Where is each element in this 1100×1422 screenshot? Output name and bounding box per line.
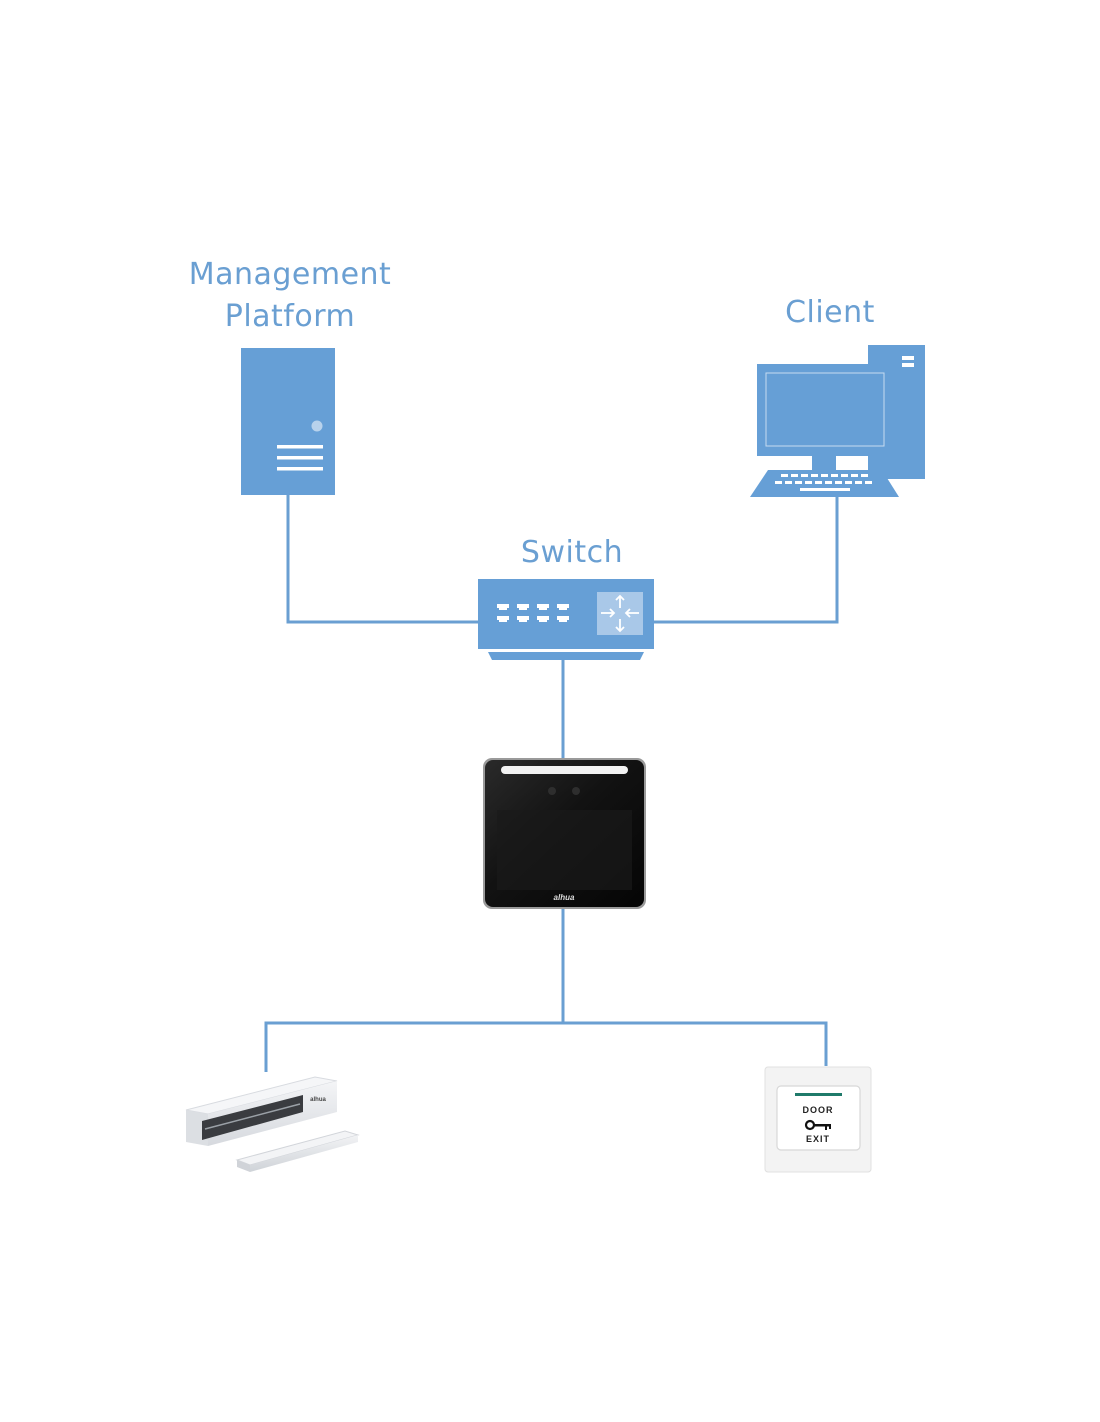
monitor: [757, 364, 893, 456]
arrows-converge-icon: [601, 594, 639, 633]
monitor-stand: [812, 456, 836, 470]
switch-ports: [497, 604, 569, 622]
client-label: Client: [785, 295, 875, 330]
armature-plate: [235, 1130, 360, 1166]
terminal-brand-logo: alhua: [554, 893, 575, 902]
edge-junction-lock: [264, 1021, 563, 1072]
edge-client-switch: [652, 497, 839, 624]
management-platform-label-line2: Platform: [224, 299, 356, 334]
magnetic-lock-icon[interactable]: alhua: [185, 1076, 360, 1172]
connection-lines: [264, 495, 839, 1072]
server-icon[interactable]: [241, 348, 335, 495]
exit-button-indicator-stripe: [795, 1093, 842, 1096]
face-recognition-terminal-icon[interactable]: alhua: [483, 758, 646, 909]
terminal-light-bar: [501, 766, 628, 774]
exit-button-text-door: DOOR: [803, 1105, 834, 1115]
terminal-screen: [497, 810, 632, 890]
management-platform-label-line1: Management: [188, 257, 392, 292]
server-power-led: [311, 420, 323, 432]
management-platform-label: Management Platform: [170, 254, 410, 338]
terminal-camera-left: [548, 787, 556, 795]
lock-brand-logo: alhua: [310, 1097, 326, 1103]
switch-base: [488, 652, 644, 660]
desktop-computer-icon[interactable]: [750, 345, 925, 497]
key-icon: [804, 1119, 831, 1131]
lock-magnet-strip: [202, 1095, 303, 1140]
exit-button-text-exit: EXIT: [806, 1134, 830, 1144]
terminal-camera-right: [572, 787, 580, 795]
exit-button-icon[interactable]: DOOR EXIT: [764, 1066, 872, 1173]
edge-platform-switch: [286, 495, 480, 624]
switch-label: Switch: [520, 535, 624, 570]
network-switch-icon[interactable]: [478, 579, 654, 660]
edge-junction-exit-button: [563, 1021, 828, 1066]
